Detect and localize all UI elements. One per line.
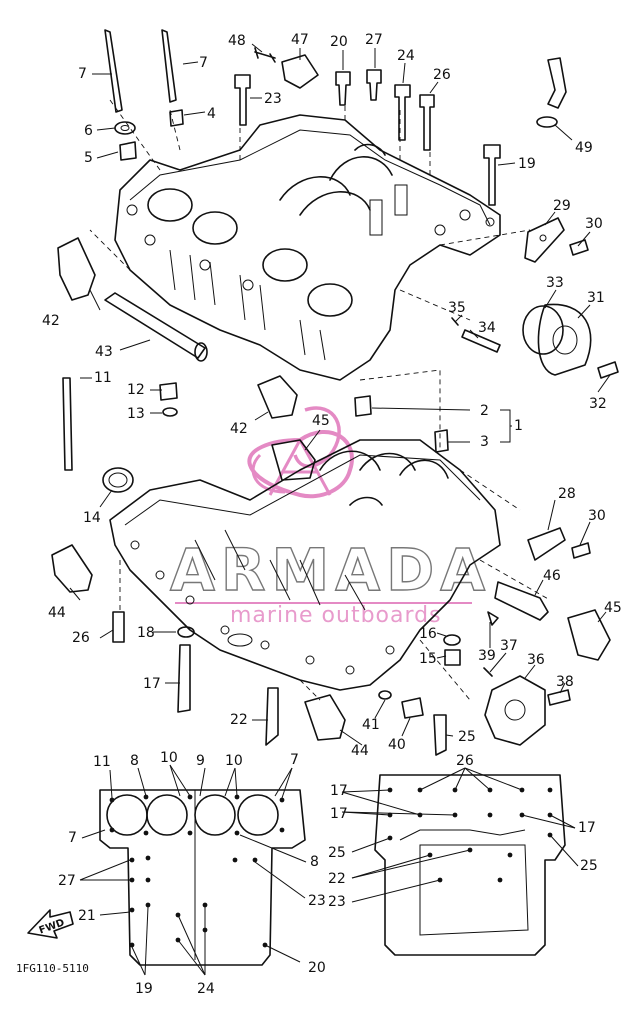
callout-20: 20 (330, 34, 348, 50)
callout-5: 5 (84, 150, 93, 166)
bolt-pattern-left (99, 789, 306, 966)
callout-26: 26 (456, 753, 474, 769)
loose-parts (51, 29, 619, 756)
callout-3: 3 (480, 434, 489, 450)
callout-1: 1 (514, 418, 523, 434)
callout-18: 18 (137, 625, 155, 641)
callout-7: 7 (78, 66, 87, 82)
callout-22: 22 (230, 712, 248, 728)
callout-26: 26 (72, 630, 90, 646)
watermark-brand: ARMADA (170, 536, 491, 604)
callout-28: 28 (558, 486, 576, 502)
callout-30: 30 (585, 216, 603, 232)
callout-19: 19 (135, 981, 153, 997)
callout-27: 27 (58, 873, 76, 889)
callout-25: 25 (458, 729, 476, 745)
callout-26: 26 (433, 67, 451, 83)
callout-46: 46 (543, 568, 561, 584)
callout-35: 35 (448, 300, 466, 316)
watermark-tagline: marine outboards (230, 603, 442, 628)
callout-42: 42 (230, 421, 248, 437)
callout-23: 23 (328, 894, 346, 910)
callout-16: 16 (419, 626, 437, 642)
callout-6: 6 (84, 123, 93, 139)
callout-24: 24 (197, 981, 215, 997)
fwd-arrow-icon: FWD (27, 909, 74, 939)
callout-24: 24 (397, 48, 415, 64)
callout-2: 2 (480, 403, 489, 419)
callout-17: 17 (330, 806, 348, 822)
callout-44: 44 (351, 743, 369, 759)
callout-34: 34 (478, 320, 496, 336)
callout-8: 8 (310, 854, 319, 870)
callout-31: 31 (587, 290, 605, 306)
callout-23: 23 (264, 91, 282, 107)
lower-crankcase (109, 439, 501, 691)
callout-33: 33 (546, 275, 564, 291)
callout-40: 40 (388, 737, 406, 753)
leader-lines (69, 43, 611, 976)
callout-11: 11 (94, 370, 112, 386)
callout-labels: 7 7 6 5 4 48 47 20 27 24 26 23 49 19 29 … (16, 32, 622, 997)
callout-15: 15 (419, 651, 437, 667)
callout-23: 23 (308, 893, 326, 909)
fwd-label: FWD (38, 917, 66, 936)
upper-crankcase (114, 114, 501, 381)
callout-17: 17 (143, 676, 161, 692)
callout-45: 45 (604, 600, 622, 616)
callout-48: 48 (228, 33, 246, 49)
watermark-logo-icon (247, 406, 354, 499)
callout-17: 17 (330, 783, 348, 799)
part-code: 1FG110-5110 (16, 962, 89, 975)
callout-22: 22 (328, 871, 346, 887)
callout-14: 14 (83, 510, 101, 526)
callout-8: 8 (130, 753, 139, 769)
callout-36: 36 (527, 652, 545, 668)
callout-44: 44 (48, 605, 66, 621)
callout-19: 19 (518, 156, 536, 172)
callout-17: 17 (578, 820, 596, 836)
callout-7: 7 (199, 55, 208, 71)
callout-12: 12 (127, 382, 145, 398)
callout-25: 25 (328, 845, 346, 861)
callout-49: 49 (575, 140, 593, 156)
callout-7: 7 (68, 830, 77, 846)
callout-30: 30 (588, 508, 606, 524)
callout-10: 10 (225, 753, 243, 769)
callout-25: 25 (580, 858, 598, 874)
callout-47: 47 (291, 32, 309, 48)
callout-43: 43 (95, 344, 113, 360)
callout-11: 11 (93, 754, 111, 770)
callout-7: 7 (290, 752, 299, 768)
callout-29: 29 (553, 198, 571, 214)
callout-39: 39 (478, 648, 496, 664)
bolt-pattern-right (374, 774, 566, 956)
callout-20: 20 (308, 960, 326, 976)
callout-13: 13 (127, 406, 145, 422)
watermark: ARMADA marine outboards (169, 406, 491, 628)
callout-38: 38 (556, 674, 574, 690)
callout-4: 4 (207, 106, 216, 122)
callout-45: 45 (312, 413, 330, 429)
callout-10: 10 (160, 750, 178, 766)
callout-9: 9 (196, 753, 205, 769)
callout-41: 41 (362, 717, 380, 733)
callout-42: 42 (42, 313, 60, 329)
callout-27: 27 (365, 32, 383, 48)
callout-37: 37 (500, 638, 518, 654)
assembly-lines (89, 99, 551, 701)
callout-21: 21 (78, 908, 96, 924)
callout-32: 32 (589, 396, 607, 412)
